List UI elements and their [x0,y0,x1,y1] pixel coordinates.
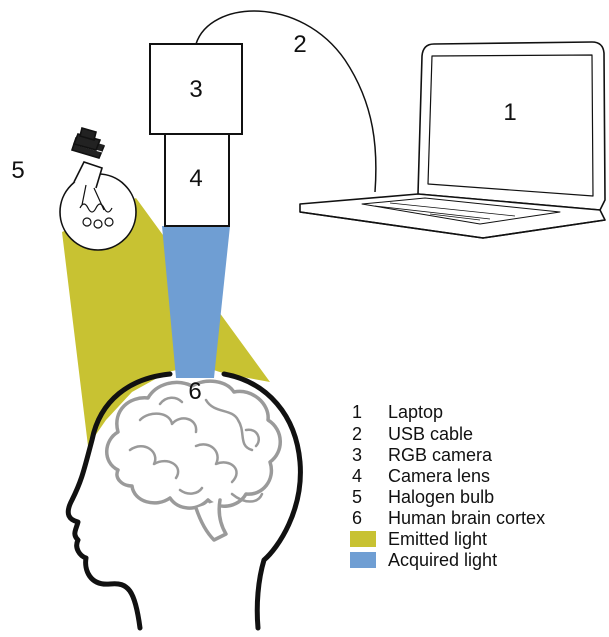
legend-item-number: 6 [352,508,362,528]
emitted-light-cone [62,198,270,446]
cable-number: 2 [293,31,306,58]
usb-cable [195,10,377,193]
legend-item-label: Halogen bulb [388,487,494,507]
legend-item-number: 1 [352,402,362,422]
legend-item: 2 USB cable [352,424,473,444]
human-head [65,371,303,631]
legend-item-number: 5 [352,487,362,507]
laptop-drawing [299,41,606,239]
legend: 1 Laptop 2 USB cable 3 RGB camera 4 Came… [350,402,545,570]
camera-number: 3 [189,76,202,103]
legend-acquired-label: Acquired light [388,550,497,570]
legend-item-number: 3 [352,445,362,465]
legend-item: 4 Camera lens [352,466,490,486]
legend-item: 5 Halogen bulb [352,487,494,507]
legend-item-label: Human brain cortex [388,508,545,528]
lens-number: 4 [189,165,202,192]
bulb-number: 5 [11,157,24,184]
legend-item-label: RGB camera [388,445,493,465]
legend-item-label: Camera lens [388,466,490,486]
legend-item-number: 4 [352,466,362,486]
camera-lens [164,133,230,227]
rgb-camera [149,43,243,135]
legend-item-label: USB cable [388,424,473,444]
cortex-number: 6 [188,378,201,405]
halogen-bulb [59,127,137,251]
laptop-number: 1 [503,99,516,126]
legend-emitted-label: Emitted light [388,529,487,549]
legend-item: 3 RGB camera [352,445,493,465]
legend-item: 6 Human brain cortex [352,508,545,528]
emitted-light-swatch [350,531,376,547]
legend-item-number: 2 [352,424,362,444]
acquired-light-swatch [350,552,376,568]
legend-item: 1 Laptop [352,402,443,422]
legend-item-label: Laptop [388,402,443,422]
acquired-light-beam [162,226,230,378]
brain-outline [105,379,282,542]
